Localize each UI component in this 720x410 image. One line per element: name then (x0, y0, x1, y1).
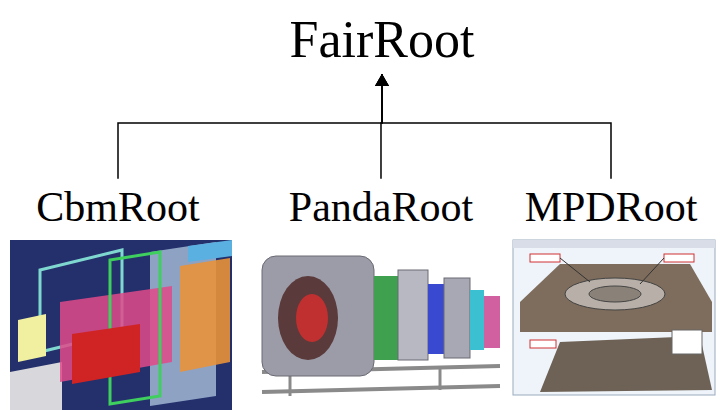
picture-ground (513, 240, 715, 395)
detector-part (484, 296, 500, 348)
mpd-picture (513, 240, 715, 395)
detector-part (374, 276, 398, 360)
detector-part (470, 290, 484, 350)
note-box (530, 254, 560, 262)
node-text: CbmRoot (36, 183, 199, 231)
inset-box (672, 330, 702, 354)
module-label: PandaRoot (283, 179, 479, 235)
node-text: FairRoot (290, 10, 475, 70)
module-label: MPDRoot (519, 179, 704, 235)
detector-part (262, 256, 374, 376)
note-box (530, 340, 556, 348)
module-label: CbmRoot (30, 179, 205, 235)
leader-line (560, 258, 590, 282)
merge-arrow (118, 74, 382, 179)
detector-ring (589, 286, 641, 302)
detector-part (444, 278, 470, 358)
panda-detector-picture (262, 256, 500, 396)
root-label: FairRoot (284, 6, 481, 74)
detector-part (18, 314, 46, 362)
detector-part (278, 276, 338, 360)
detector-part (72, 324, 140, 384)
node-text: PandaRoot (289, 183, 473, 231)
rail (262, 386, 500, 392)
detector-part (10, 362, 62, 410)
detector-ring (565, 278, 665, 310)
detector-part (180, 258, 230, 372)
hall-floor (520, 264, 712, 332)
node-text: MPDRoot (525, 183, 698, 231)
detector-part (188, 240, 232, 262)
rail (439, 368, 442, 390)
detector-part (428, 284, 444, 354)
detector-part (296, 294, 328, 342)
leader-line (640, 258, 664, 284)
merge-arrow (382, 74, 611, 179)
picture-ground (10, 240, 232, 410)
toolbar (513, 240, 715, 248)
cbm-detector-picture (10, 240, 232, 410)
detector-part (398, 270, 428, 360)
note-box (664, 254, 694, 262)
